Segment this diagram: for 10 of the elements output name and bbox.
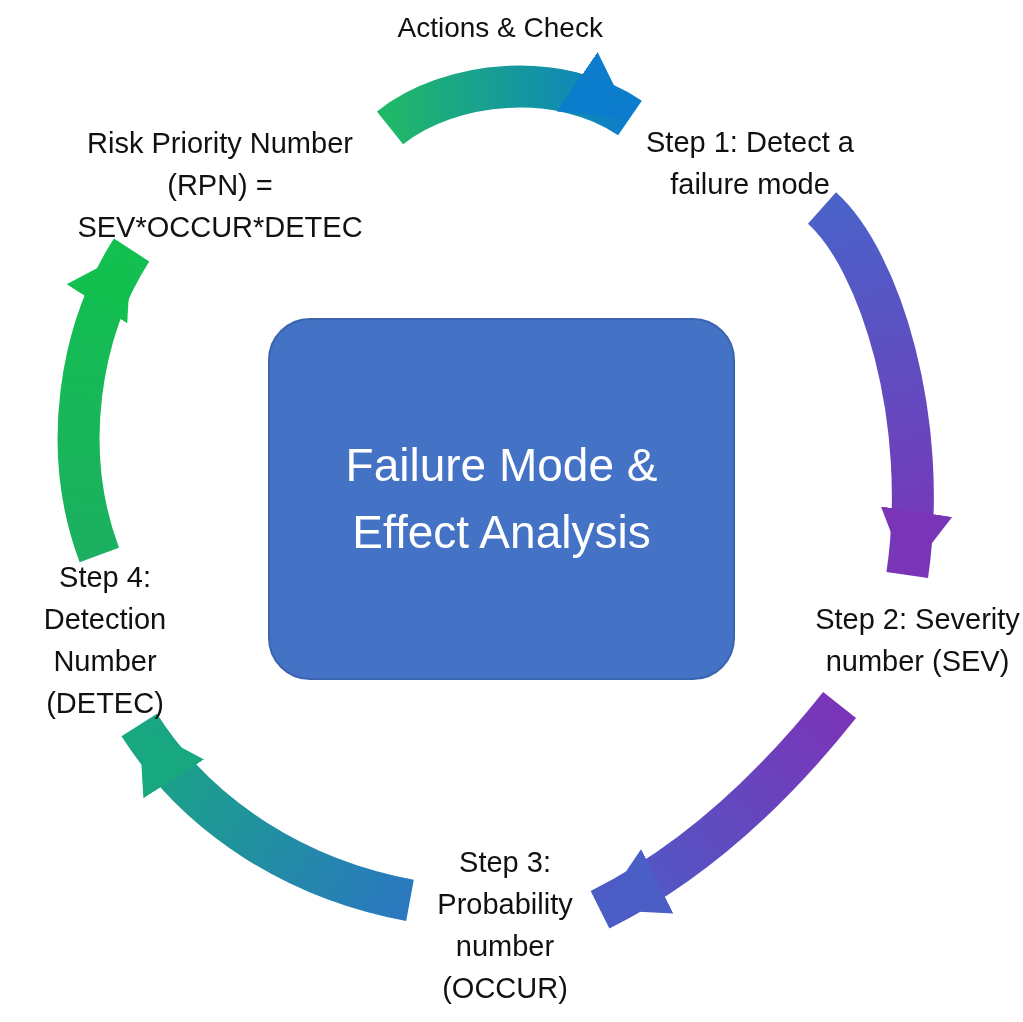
- curved-arrow: [121, 713, 415, 921]
- step-text: Step 1: Detect a failure mode: [645, 124, 855, 202]
- step-text: Step 3: Probability number (OCCUR): [436, 844, 574, 1007]
- title-text: Failure Mode & Effect Analysis: [344, 438, 659, 560]
- step-text: Step 4: Detection Number (DETEC): [42, 559, 168, 722]
- curved-arrow: [57, 239, 150, 562]
- curved-arrow: [590, 691, 856, 929]
- step-text: Step 2: Severity number (SEV): [815, 601, 1020, 679]
- step-text: Risk Priority Number (RPN) = SEV*OCCUR*DETEC: [76, 125, 364, 245]
- title-box: [268, 318, 735, 680]
